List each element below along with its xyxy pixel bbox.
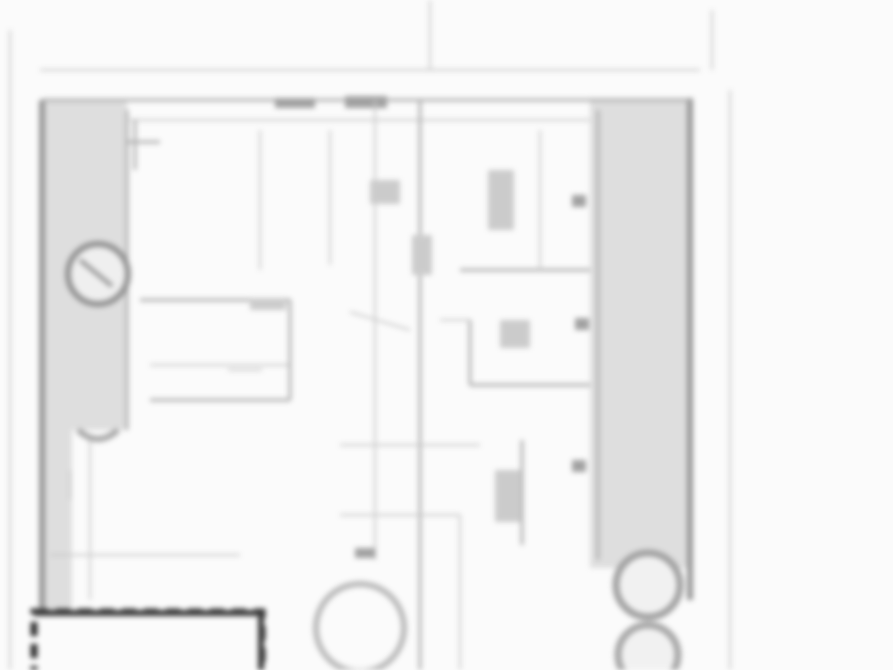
top-wall bbox=[42, 96, 690, 121]
round-fixtures bbox=[65, 241, 684, 670]
fixtures bbox=[69, 120, 589, 558]
left-terrace bbox=[39, 100, 129, 610]
sheet-frame bbox=[9, 0, 731, 670]
highlighted-room-outline bbox=[30, 608, 266, 670]
interior-walls bbox=[50, 100, 590, 670]
right-terrace bbox=[590, 98, 693, 600]
